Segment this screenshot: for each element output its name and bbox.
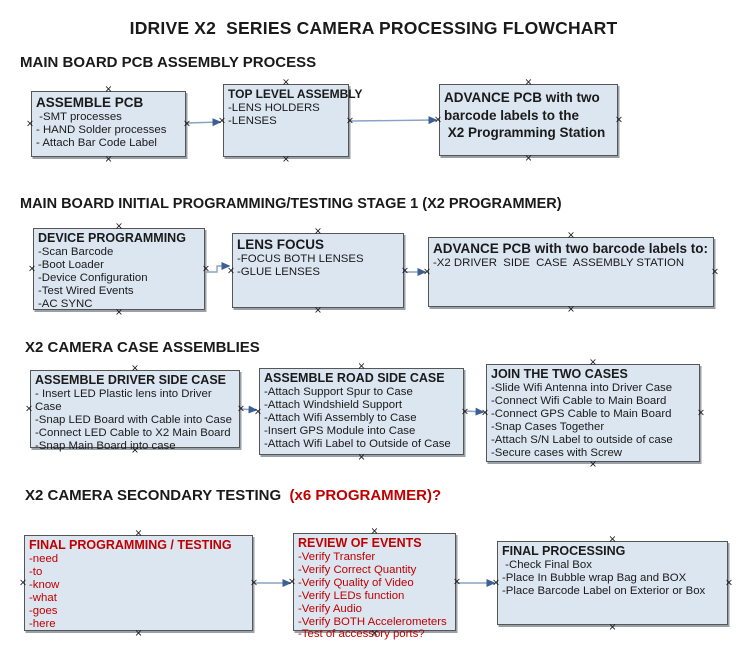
connection-point-icon: × bbox=[711, 266, 719, 278]
box-title: ASSEMBLE ROAD SIDE CASE bbox=[264, 371, 445, 385]
connection-point-icon: × bbox=[401, 265, 409, 276]
connection-point-icon: × bbox=[237, 403, 245, 415]
connection-point-icon: × bbox=[282, 77, 290, 88]
section-heading-secondary-testing: X2 CAMERA SECONDARY TESTING (x6 PROGRAMM… bbox=[25, 487, 441, 504]
section-heading-case-assemblies: X2 CAMERA CASE ASSEMBLIES bbox=[25, 339, 260, 356]
flow-box-advance-pcb-programming-station[interactable]: ADVANCE PCB with two barcode labels to t… bbox=[434, 78, 623, 164]
connection-point-icon: × bbox=[453, 576, 461, 588]
connection-point-icon: × bbox=[28, 263, 36, 275]
section-heading-pcb-assembly: MAIN BOARD PCB ASSEMBLY PROCESS bbox=[20, 54, 317, 71]
flow-box-assemble-driver-side-case[interactable]: ASSEMBLE DRIVER SIDE CASE - Insert LED P… bbox=[25, 364, 245, 456]
connection-point-icon: × bbox=[589, 459, 597, 470]
box-title: DEVICE PROGRAMMING bbox=[38, 231, 186, 245]
connection-point-icon: × bbox=[254, 406, 262, 417]
connection-point-icon: × bbox=[218, 115, 226, 126]
connection-point-icon: × bbox=[104, 84, 113, 95]
box-body: -X2 DRIVER SIDE CASE ASSEMBLY STATION bbox=[433, 257, 685, 269]
box-body: -Attach Support Spur to Case -Attach Win… bbox=[264, 386, 451, 450]
box-body: -Verify Transfer -Verify Correct Quantit… bbox=[298, 551, 447, 641]
connection-point-icon: × bbox=[134, 628, 143, 639]
connection-point-icon: × bbox=[524, 77, 533, 88]
connection-point-icon: × bbox=[131, 445, 139, 456]
connection-point-icon: × bbox=[481, 407, 489, 419]
connection-point-icon: × bbox=[183, 118, 191, 130]
flow-box-device-programming[interactable]: DEVICE PROGRAMMING -Scan Barcode -Boot L… bbox=[28, 222, 210, 318]
box-title: FINAL PROCESSING bbox=[502, 544, 626, 558]
section-heading-initial-programming: MAIN BOARD INITIAL PROGRAMMING/TESTING S… bbox=[20, 196, 562, 212]
connection-point-icon: × bbox=[370, 526, 379, 537]
box-title: FINAL PROGRAMMING / TESTING bbox=[29, 538, 232, 552]
box-title: ASSEMBLE PCB bbox=[36, 95, 144, 110]
flow-box-top-level-assembly[interactable]: TOP LEVEL ASSEMBLY -LENS HOLDERS -LENSES… bbox=[218, 78, 363, 165]
connection-point-icon: × bbox=[202, 263, 210, 275]
flow-box-join-the-two-cases[interactable]: JOIN THE TWO CASES -Slide Wifi Antenna i… bbox=[481, 358, 705, 470]
connection-point-icon: × bbox=[134, 528, 143, 539]
connection-point-icon: × bbox=[370, 628, 379, 639]
connection-point-icon: × bbox=[567, 230, 575, 241]
box-body: -SMT processes - HAND Solder processes -… bbox=[36, 111, 167, 149]
connection-point-icon: × bbox=[492, 577, 500, 589]
box-body: ADVANCE PCB with two barcode labels to t… bbox=[444, 90, 606, 140]
page-title: IDRIVE X2 SERIES CAMERA PROCESSING FLOWC… bbox=[129, 18, 618, 38]
connection-point-icon: × bbox=[524, 153, 533, 164]
connection-point-icon: × bbox=[26, 118, 34, 130]
connection-point-icon: × bbox=[19, 577, 27, 589]
section-heading-black-part: X2 CAMERA SECONDARY TESTING bbox=[25, 487, 286, 504]
connection-point-icon: × bbox=[346, 115, 354, 126]
flow-box-assemble-road-side-case[interactable]: ASSEMBLE ROAD SIDE CASE -Attach Support … bbox=[254, 362, 469, 463]
box-title: ASSEMBLE DRIVER SIDE CASE bbox=[35, 373, 227, 387]
connection-point-icon: × bbox=[567, 304, 575, 315]
connection-point-icon: × bbox=[282, 154, 290, 165]
connection-point-icon: × bbox=[357, 452, 366, 463]
flow-box-final-programming-testing[interactable]: FINAL PROGRAMMING / TESTING -need -to -k… bbox=[19, 529, 258, 639]
connector-arrow-toplevel-to-advance[interactable] bbox=[349, 116, 438, 125]
box-body: -Check Final Box -Place In Bubble wrap B… bbox=[502, 559, 706, 597]
connection-point-icon: × bbox=[461, 406, 469, 417]
connection-point-icon: × bbox=[697, 407, 705, 419]
connection-point-icon: × bbox=[615, 114, 623, 126]
connection-point-icon: × bbox=[357, 361, 366, 372]
connection-point-icon: × bbox=[115, 221, 123, 232]
connection-point-icon: × bbox=[434, 114, 442, 126]
section-heading-red-part: (x6 PROGRAMMER)? bbox=[285, 487, 442, 504]
connection-point-icon: × bbox=[250, 577, 258, 589]
box-body: -LENS HOLDERS -LENSES bbox=[228, 102, 320, 127]
connector-arrow-device-to-lensfocus[interactable] bbox=[206, 262, 231, 273]
connection-point-icon: × bbox=[589, 357, 597, 368]
box-body: -Scan Barcode -Boot Loader -Device Confi… bbox=[38, 246, 148, 310]
box-title: REVIEW OF EVENTS bbox=[298, 536, 422, 550]
flow-box-lens-focus[interactable]: LENS FOCUS -FOCUS BOTH LENSES -GLUE LENS… bbox=[227, 227, 409, 316]
box-body: -need -to -know -what -goes -here bbox=[29, 553, 60, 630]
connection-point-icon: × bbox=[131, 363, 139, 374]
connection-point-icon: × bbox=[115, 307, 123, 318]
flow-box-advance-pcb-driver-side[interactable]: ADVANCE PCB with two barcode labels to: … bbox=[423, 231, 719, 315]
connection-point-icon: × bbox=[104, 154, 113, 165]
connection-point-icon: × bbox=[725, 577, 733, 589]
box-body: -Slide Wifi Antenna into Driver Case -Co… bbox=[491, 382, 673, 459]
connection-point-icon: × bbox=[608, 622, 617, 633]
connection-point-icon: × bbox=[227, 265, 235, 276]
box-title: TOP LEVEL ASSEMBLY bbox=[228, 87, 363, 101]
box-body: - Insert LED Plastic lens into Driver Ca… bbox=[35, 388, 232, 452]
box-title: JOIN THE TWO CASES bbox=[491, 367, 628, 381]
box-title: LENS FOCUS bbox=[237, 237, 325, 252]
box-title: ADVANCE PCB with two barcode labels to: bbox=[433, 241, 709, 256]
flow-box-review-of-events[interactable]: REVIEW OF EVENTS -Verify Transfer -Verif… bbox=[288, 527, 461, 641]
flow-box-assemble-pcb[interactable]: ASSEMBLE PCB -SMT processes - HAND Solde… bbox=[26, 85, 191, 165]
flow-box-final-processing[interactable]: FINAL PROCESSING -Check Final Box -Place… bbox=[492, 535, 733, 633]
connection-point-icon: × bbox=[25, 403, 33, 415]
connector-arrow-driver-to-road[interactable] bbox=[240, 405, 258, 414]
connector-arrow-road-to-join[interactable] bbox=[464, 407, 485, 416]
connection-point-icon: × bbox=[423, 266, 431, 278]
connector-arrow-assemble-to-toplevel[interactable] bbox=[186, 118, 222, 127]
box-body: -FOCUS BOTH LENSES -GLUE LENSES bbox=[237, 253, 364, 278]
connection-point-icon: × bbox=[288, 576, 296, 588]
connection-point-icon: × bbox=[314, 226, 322, 237]
connection-point-icon: × bbox=[314, 305, 322, 316]
connection-point-icon: × bbox=[608, 534, 617, 545]
